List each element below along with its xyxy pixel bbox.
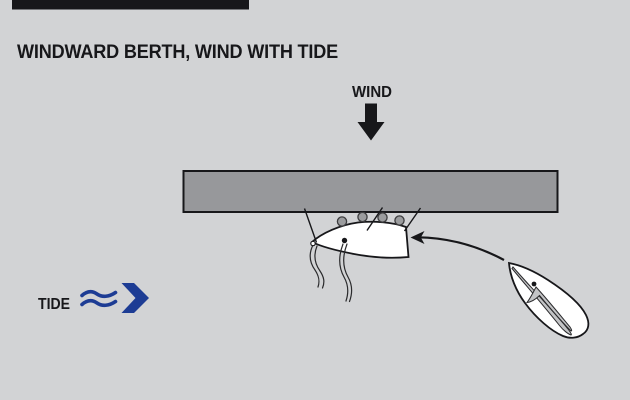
approach-arrow-head-icon — [410, 231, 425, 244]
deck-dot — [341, 237, 348, 244]
bow-line — [303, 208, 318, 243]
fender — [336, 216, 348, 227]
fender — [394, 215, 405, 226]
wind-arrow-icon — [357, 103, 385, 141]
fender — [377, 212, 388, 223]
tide-wave — [80, 298, 118, 308]
approaching-boat — [508, 261, 590, 339]
tide-label: TIDE — [38, 296, 70, 313]
spring-line-2 — [403, 207, 422, 232]
bow-cleat — [310, 240, 316, 247]
moored-boat-hull — [310, 220, 410, 259]
approaching-boat-hull — [508, 261, 590, 339]
fender — [357, 211, 368, 223]
mast-dot — [531, 281, 537, 287]
hanging-warp-midships — [339, 243, 353, 303]
page-title: WINDWARD BERTH, WIND WITH TIDE — [17, 41, 338, 63]
mooring-lines — [303, 207, 422, 243]
tide-wave — [80, 289, 118, 299]
tide-waves-icon — [80, 289, 118, 308]
top-rule — [12, 0, 249, 10]
wind-label: WIND — [352, 84, 392, 101]
hanging-warp-bow — [309, 244, 325, 289]
boom-with-sail — [525, 286, 573, 332]
spring-line-1 — [366, 207, 384, 231]
fenders — [336, 211, 405, 227]
approach-arrow-shaft — [417, 236, 505, 261]
dock — [182, 170, 559, 213]
tide-direction-chevron-icon — [121, 283, 149, 313]
